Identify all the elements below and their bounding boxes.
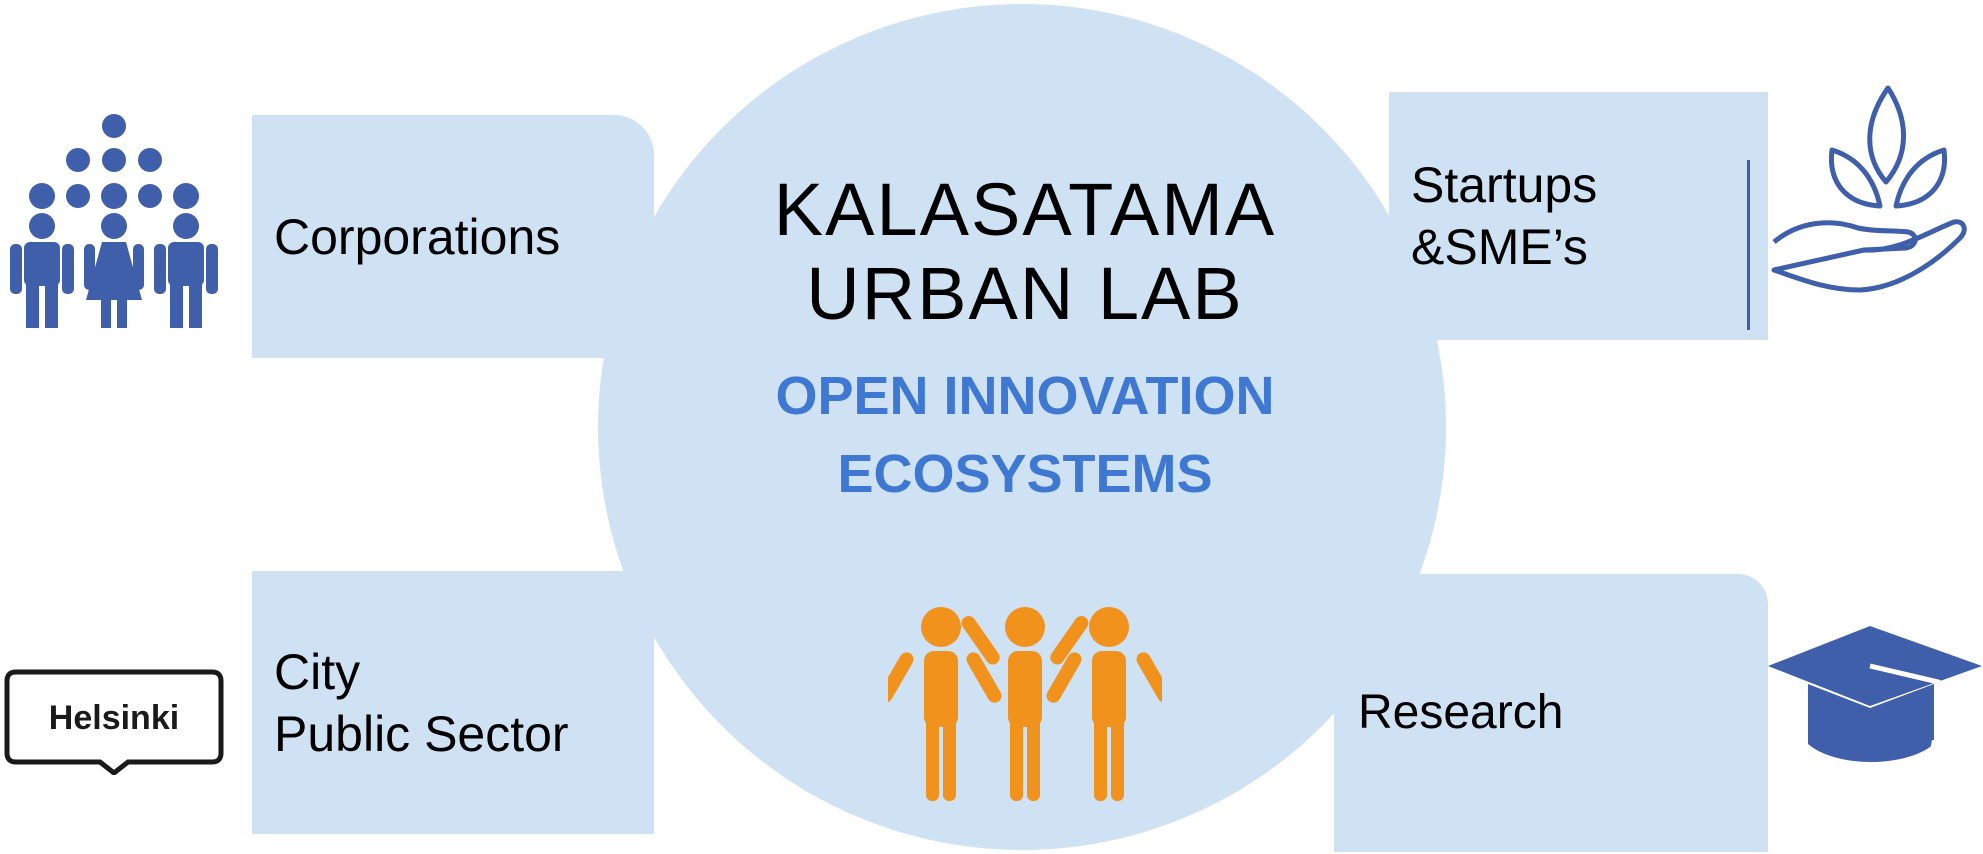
helsinki-logo-text: Helsinki: [49, 699, 179, 737]
center-title: KALASATAMA URBAN LAB: [773, 168, 1277, 335]
hand-with-plant-icon: [1771, 85, 1967, 293]
startups-divider: [1747, 160, 1750, 330]
research-label: Research: [1358, 686, 1564, 739]
graduation-cap-icon: [1768, 626, 1982, 772]
people-group-icon: [10, 114, 218, 328]
helsinki-logo-icon: Helsinki: [4, 669, 224, 775]
center-subtitle: OPEN INNOVATION ECOSYSTEMS: [775, 366, 1275, 504]
startups-label: Startups &SME’s: [1411, 157, 1598, 275]
startups-box: Startups &SME’s: [1389, 92, 1768, 340]
city-box: City Public Sector: [252, 571, 654, 834]
research-box: Research: [1334, 574, 1768, 852]
corporations-label: Corporations: [274, 208, 561, 265]
city-label: City Public Sector: [274, 643, 569, 762]
cheering-people-icon: [888, 607, 1162, 801]
corporations-box: Corporations: [252, 115, 654, 358]
